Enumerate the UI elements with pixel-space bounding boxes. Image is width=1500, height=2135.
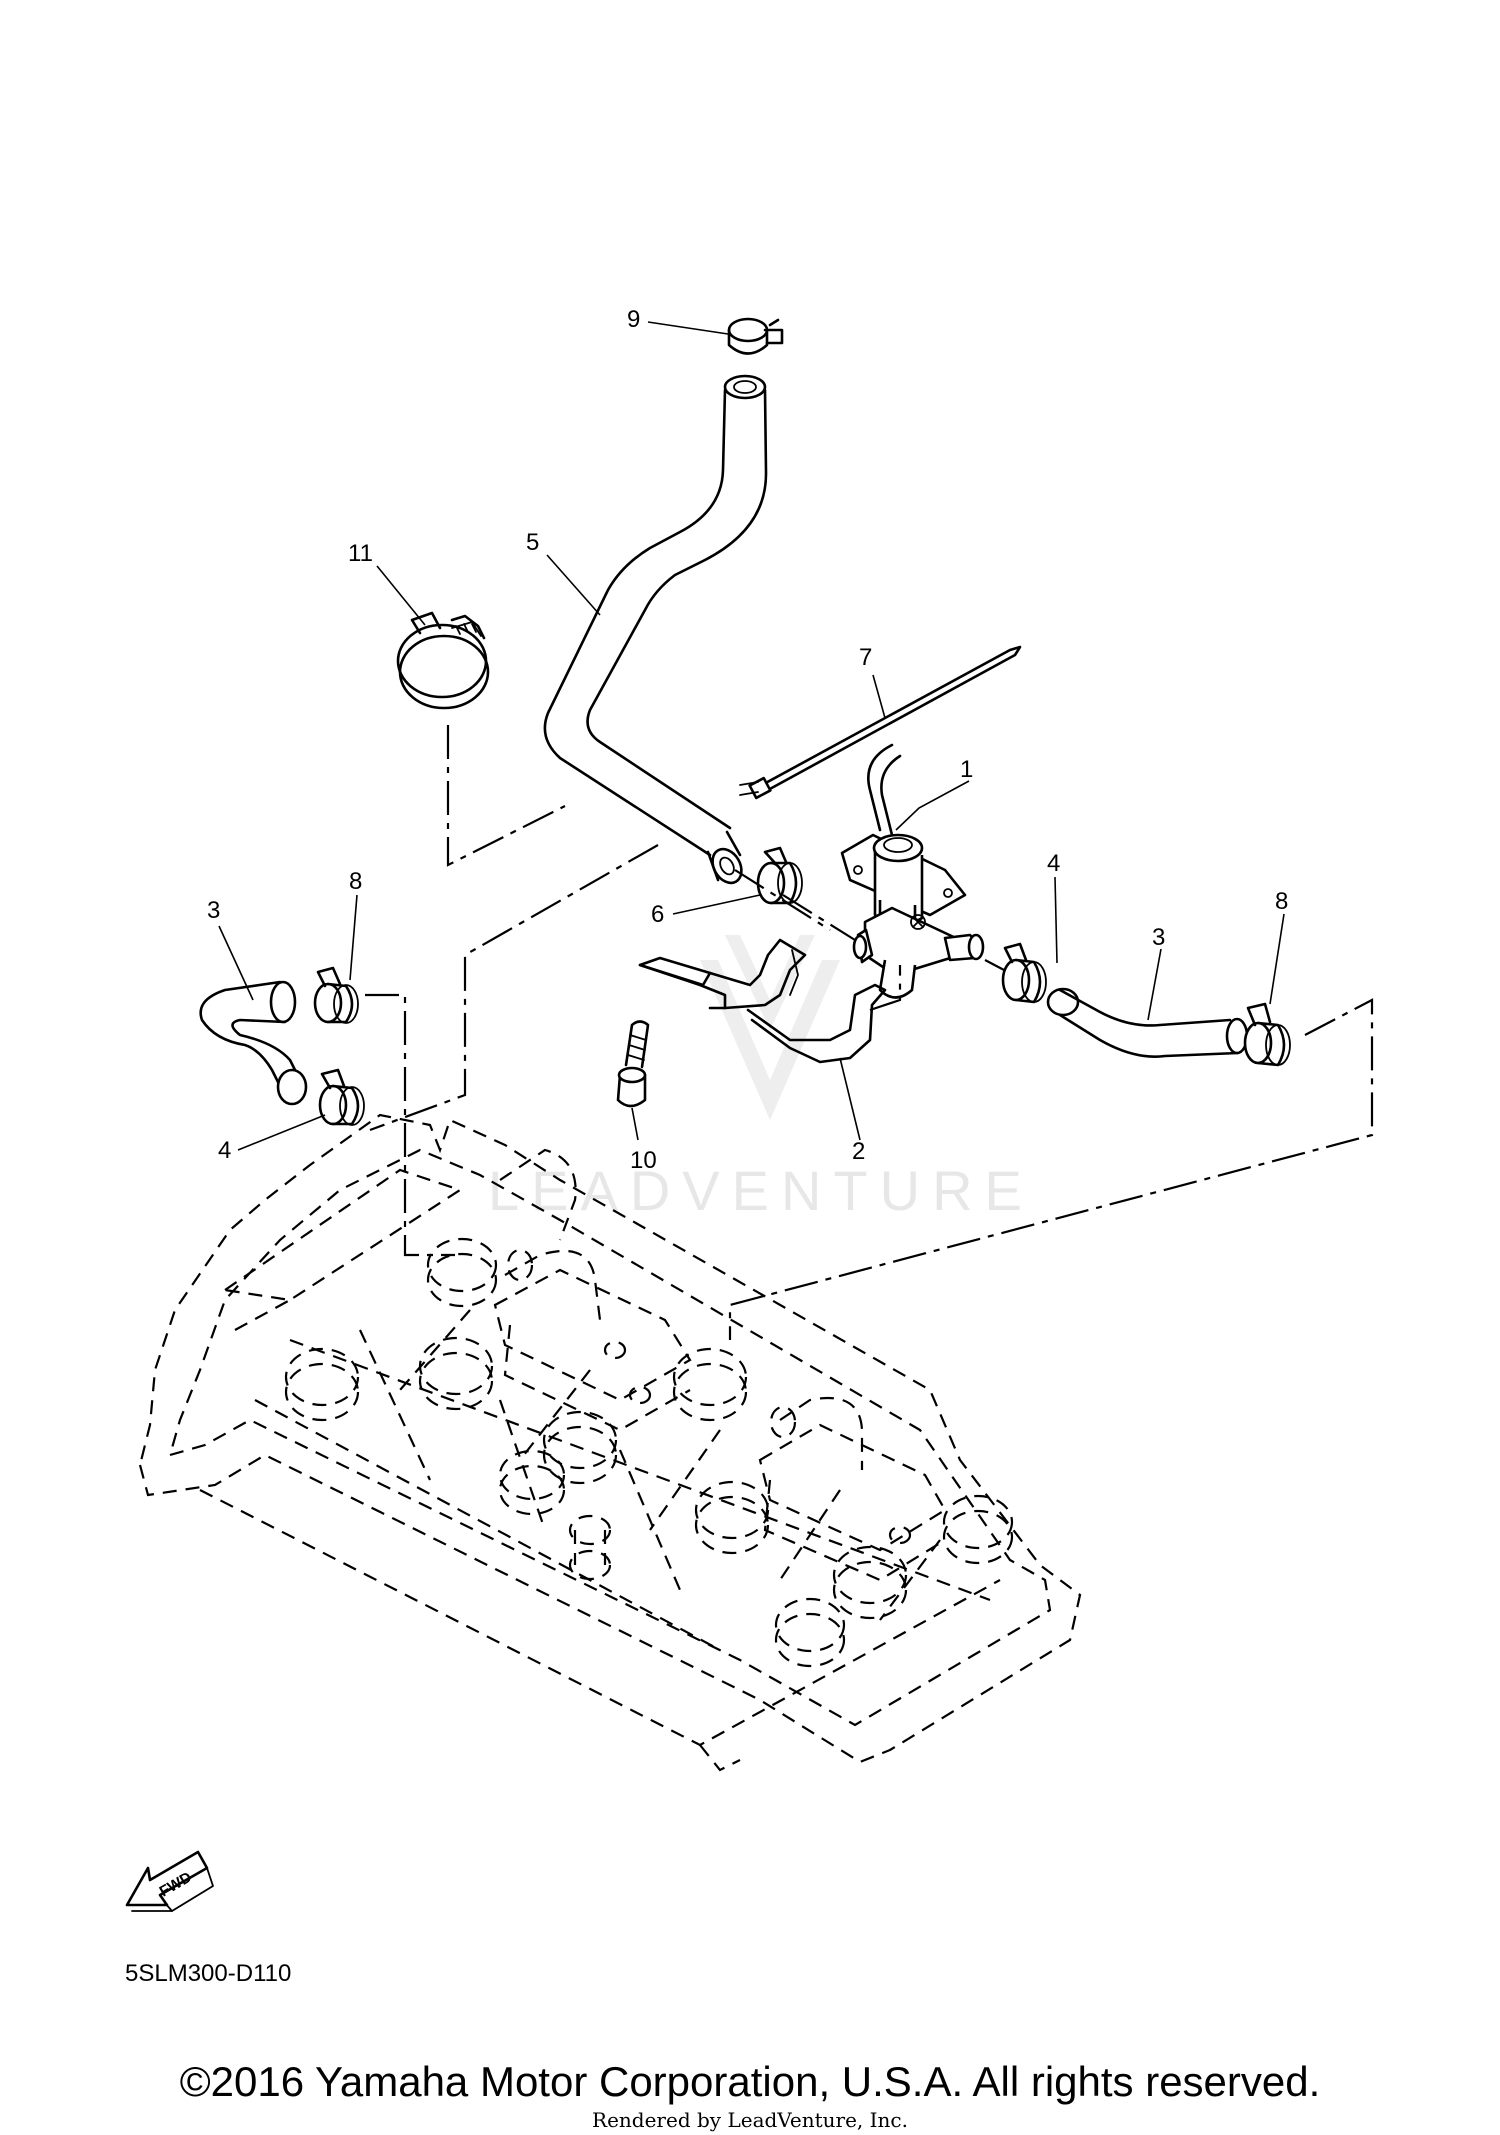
- bracket-part-2: [638, 938, 887, 1064]
- callout-6: 6: [651, 901, 664, 928]
- callout-2: 2: [852, 1138, 865, 1165]
- callout-7: 7: [859, 644, 872, 671]
- callout-4-right: 4: [1047, 850, 1060, 877]
- clamp-part-8-right: [1243, 1002, 1291, 1067]
- callout-10: 10: [630, 1147, 657, 1174]
- callout-11: 11: [348, 540, 373, 567]
- callout-8-left: 8: [349, 868, 362, 895]
- hose-clip-part-11: [396, 611, 490, 710]
- hose-part-3-right: [1046, 987, 1249, 1058]
- callout-labels: 9 11 5 7 1 4 6 3 8 3 8 4 10 2: [207, 306, 1288, 1174]
- leader-lines: [218, 321, 1285, 1151]
- watermark-text: LEADVENTURE: [488, 1159, 1034, 1222]
- clamp-part-4-left: [318, 1068, 365, 1126]
- clamp-part-9: [727, 317, 784, 355]
- callout-9: 9: [627, 306, 640, 333]
- bolt-part-10: [616, 1020, 650, 1108]
- plug-boss: [284, 1336, 1014, 1668]
- callout-5: 5: [526, 529, 539, 556]
- fwd-arrow-icon: FWD: [125, 1850, 214, 1912]
- hose-part-3-left: [199, 980, 308, 1106]
- cable-tie-part-7: [739, 645, 1022, 800]
- callout-3-left: 3: [207, 897, 220, 924]
- clamp-part-4-right: [1001, 942, 1047, 1004]
- clamp-part-6: [756, 846, 803, 905]
- assembly-lines: [365, 725, 1374, 1340]
- drawing-code: 5SLM300-D110: [125, 1960, 291, 1987]
- callout-1: 1: [960, 756, 973, 783]
- callout-3-right: 3: [1152, 924, 1165, 951]
- callout-8-right: 8: [1275, 888, 1288, 915]
- hose-part-5: [543, 374, 768, 885]
- rendered-by-notice: Rendered by LeadVenture, Inc.: [592, 2108, 908, 2132]
- cylinder-head-cover: [138, 1113, 1082, 1772]
- air-cut-valve-part-1: [840, 743, 985, 999]
- callout-4-left: 4: [218, 1137, 231, 1164]
- clamp-part-8-left: [313, 966, 359, 1024]
- copyright-notice: ©2016 Yamaha Motor Corporation, U.S.A. A…: [179, 2058, 1321, 2105]
- leadventure-watermark: LEADVENTURE: [488, 935, 1034, 1222]
